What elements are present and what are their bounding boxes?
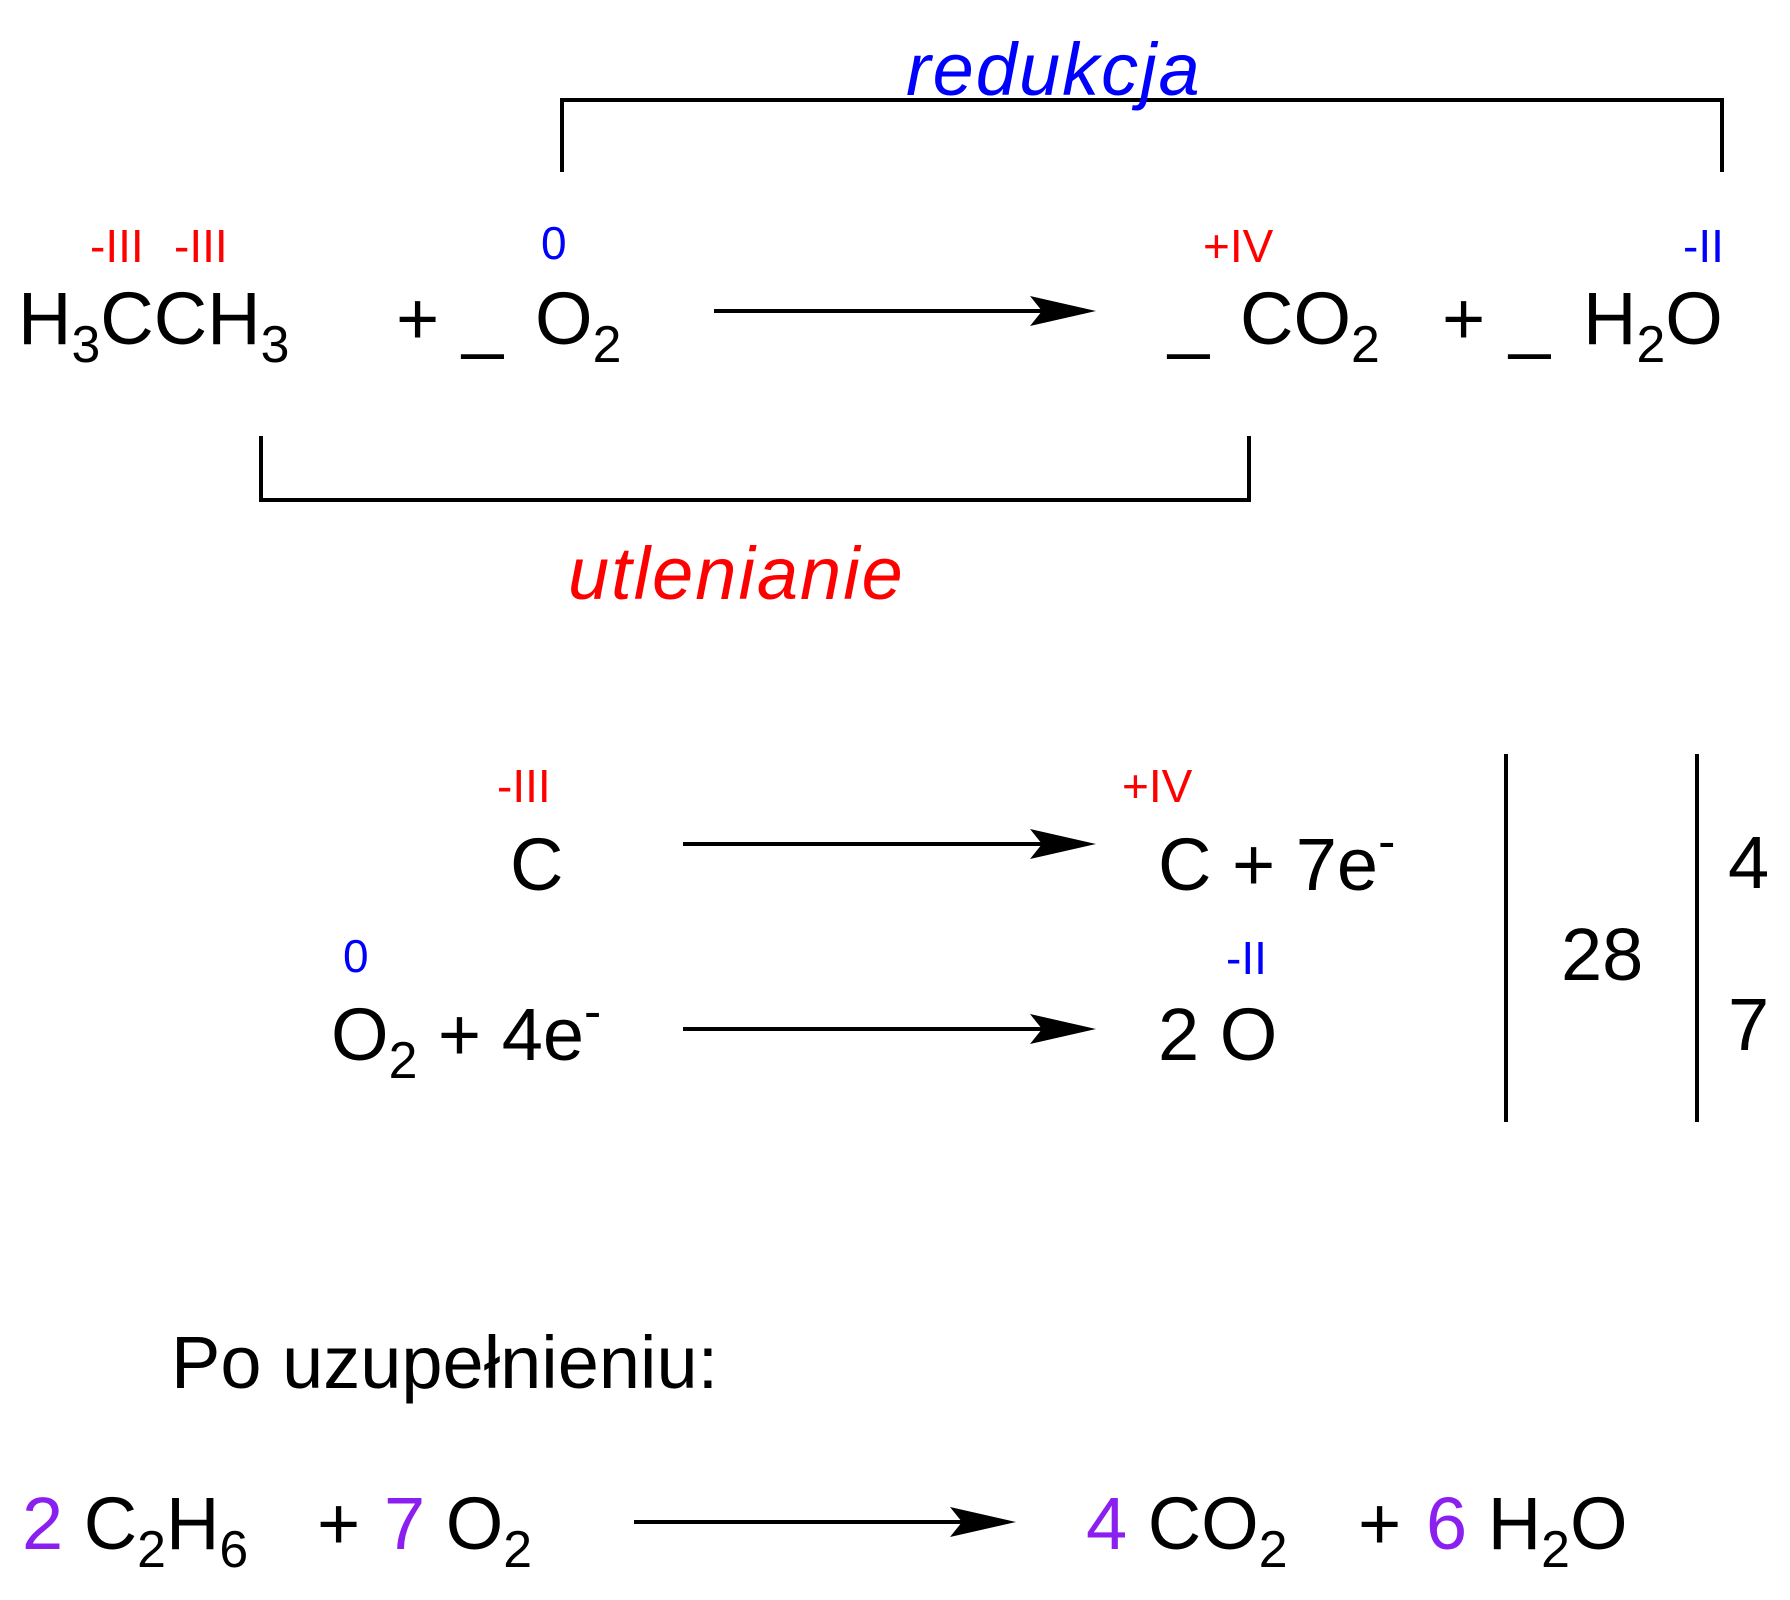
half-oxidation-state-1: -III bbox=[497, 760, 551, 812]
half-oxidation-state-3: 0 bbox=[343, 930, 369, 982]
oxidation-label: utlenianie bbox=[568, 532, 905, 615]
final-ethane: 2 C2H6 bbox=[22, 1482, 249, 1579]
oxidation-half-arrow bbox=[683, 829, 1096, 859]
coefficient-oxygen: 7 bbox=[384, 1482, 426, 1565]
coefficient-blank-o2: _ bbox=[462, 277, 504, 360]
oxygen-formula: O2 bbox=[535, 277, 622, 374]
half-oxidation-state-4: -II bbox=[1226, 932, 1267, 984]
reduction-bracket bbox=[560, 98, 1724, 172]
coefficient-water: 6 bbox=[1426, 1482, 1468, 1565]
coefficient-carbon-dioxide: 4 bbox=[1086, 1482, 1128, 1565]
oxidation-state-c1: -III bbox=[90, 220, 144, 272]
half-carbon-left: C bbox=[510, 823, 564, 906]
coefficient-blank-h2o: _ bbox=[1509, 277, 1551, 360]
water-formula: H2O bbox=[1583, 277, 1723, 374]
final-plus-1: + bbox=[317, 1482, 361, 1565]
half-oxygen-right: 2 O bbox=[1158, 993, 1278, 1076]
final-label: Po uzupełnieniu: bbox=[171, 1321, 719, 1404]
half-oxygen-left: O2 + 4e- bbox=[331, 981, 602, 1090]
oxidation-state-o-product: -II bbox=[1683, 220, 1724, 272]
oxidation-state-c-product: +IV bbox=[1203, 220, 1274, 272]
final-water: 6 H2O bbox=[1426, 1482, 1628, 1579]
ethane-formula: H3CCH3 bbox=[18, 277, 290, 374]
final-oxygen: 7 O2 bbox=[384, 1482, 533, 1579]
oxidation-state-o-reactant: 0 bbox=[541, 217, 567, 269]
carbon-dioxide-formula: CO2 bbox=[1240, 277, 1380, 374]
final-carbon-dioxide: 4 CO2 bbox=[1086, 1482, 1288, 1579]
final-reaction-arrow bbox=[634, 1507, 1016, 1537]
electron-lcm: 28 bbox=[1561, 913, 1644, 996]
plus-sign-2: + bbox=[1442, 277, 1486, 360]
oxidation-state-c2: -III bbox=[174, 220, 228, 272]
reduction-half-arrow bbox=[683, 1014, 1096, 1044]
final-plus-2: + bbox=[1358, 1482, 1402, 1565]
oxidation-bracket bbox=[259, 436, 1251, 502]
coefficient-blank-co2: _ bbox=[1168, 277, 1210, 360]
half-carbon-right: C + 7e- bbox=[1158, 811, 1396, 906]
coefficient-ethane: 2 bbox=[22, 1482, 64, 1565]
plus-sign-1: + bbox=[396, 277, 440, 360]
half-oxidation-state-2: +IV bbox=[1122, 760, 1193, 812]
multiplier-bottom: 7 bbox=[1728, 983, 1770, 1066]
multiplier-top: 4 bbox=[1728, 821, 1770, 904]
reduction-label: redukcja bbox=[906, 28, 1202, 111]
main-reaction-arrow bbox=[714, 296, 1096, 326]
